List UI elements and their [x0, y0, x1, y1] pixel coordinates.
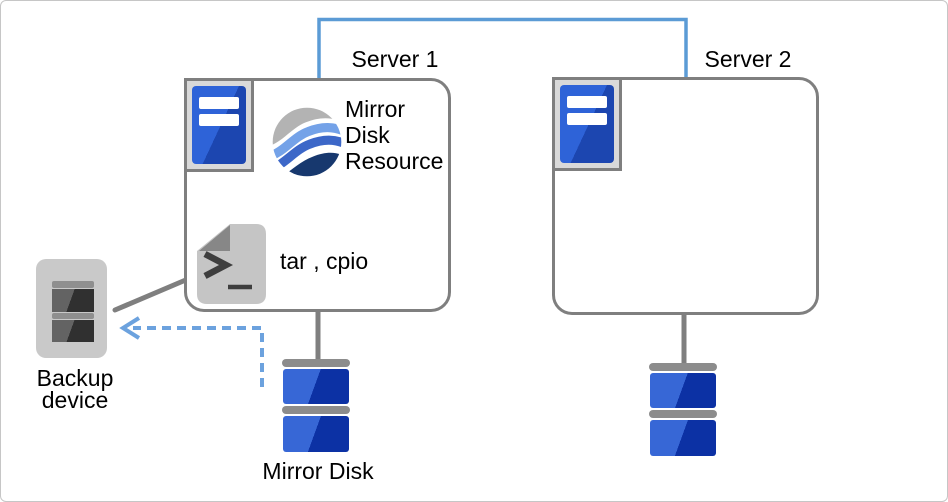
backup-device-icon: [36, 259, 107, 358]
tower-slot-icon: [567, 113, 607, 125]
disk-platter-icon: [650, 373, 716, 408]
backup-commands-label: tar , cpio: [280, 248, 369, 274]
disk-platter-icon: [283, 416, 349, 452]
mirror-disk-resource-globe-icon: [272, 107, 342, 177]
interconnect-line: [317, 17, 688, 78]
backup-device-slot-bar-icon: [52, 281, 94, 288]
backup-flow-dashed-line: [133, 326, 264, 387]
server-tower-icon: [192, 86, 246, 164]
mirror-disk-label: Mirror Disk: [262, 458, 374, 484]
tower-slot-icon: [199, 114, 239, 126]
disk-cap-icon: [649, 410, 717, 418]
disk-cap-icon: [282, 359, 350, 367]
disk-platter-icon: [283, 369, 349, 404]
mirror-disk-resource-label: Mirror Disk Resource: [345, 96, 444, 174]
server1-tower-icon: [184, 78, 254, 172]
server2-tower-icon: [552, 77, 622, 171]
backup-connection-line: [112, 276, 191, 313]
mirror-disk-1-icon: [282, 359, 350, 453]
server-tower-icon: [560, 85, 614, 163]
server1-label: Server 1: [351, 46, 439, 72]
disk-platter-icon: [650, 420, 716, 456]
disk-cap-icon: [649, 363, 717, 371]
script-terminal-icon: [197, 224, 266, 304]
tower-slot-icon: [567, 96, 607, 108]
backup-device-slot-icon: [52, 320, 94, 342]
backup-device-label: Backup device: [36, 365, 114, 413]
backup-device-slot-icon: [52, 289, 94, 312]
backup-device-slot-bar-icon: [52, 313, 94, 319]
server2-label: Server 2: [704, 46, 792, 72]
mirror-disk-2-icon: [649, 363, 717, 457]
tower-slot-icon: [199, 97, 239, 109]
disk-cap-icon: [282, 406, 350, 414]
backup-flow-arrowhead-icon: [119, 316, 141, 340]
